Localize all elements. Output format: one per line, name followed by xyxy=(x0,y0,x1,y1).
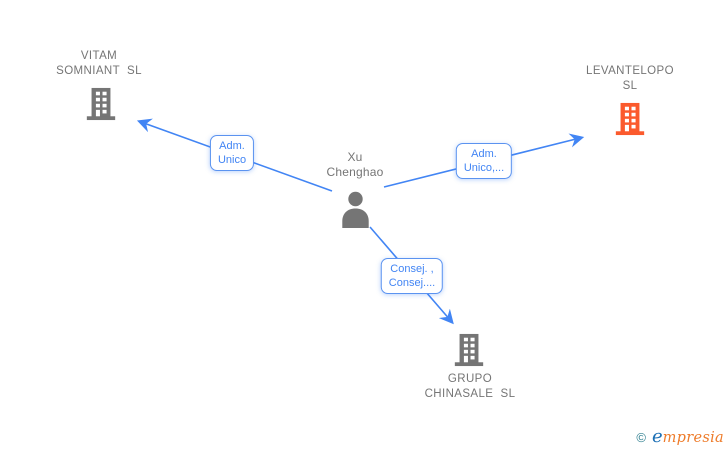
company-name-vitam-somniant: VITAM SOMNIANT SL xyxy=(56,50,142,77)
building-icon xyxy=(454,333,484,367)
person-icon xyxy=(342,191,369,228)
company-name-levantelopo: LEVANTELOPO SL xyxy=(586,65,674,92)
building-icon xyxy=(615,102,645,136)
edge-label-adm-unico-right[interactable]: Adm. Unico,... xyxy=(455,143,513,179)
person-name: Xu Chenghao xyxy=(326,150,384,179)
empresia-logo[interactable]: © empresia xyxy=(636,426,724,447)
company-name-grupo-chinasale: GRUPO CHINASALE SL xyxy=(424,373,516,400)
edge-label-adm-unico-left[interactable]: Adm. Unico xyxy=(209,135,255,171)
copyright-icon: © xyxy=(636,430,646,445)
brand-wordmark: empresia xyxy=(651,426,724,447)
edge-label-consejero[interactable]: Consej. , Consej.... xyxy=(380,258,444,294)
building-icon xyxy=(86,87,116,121)
